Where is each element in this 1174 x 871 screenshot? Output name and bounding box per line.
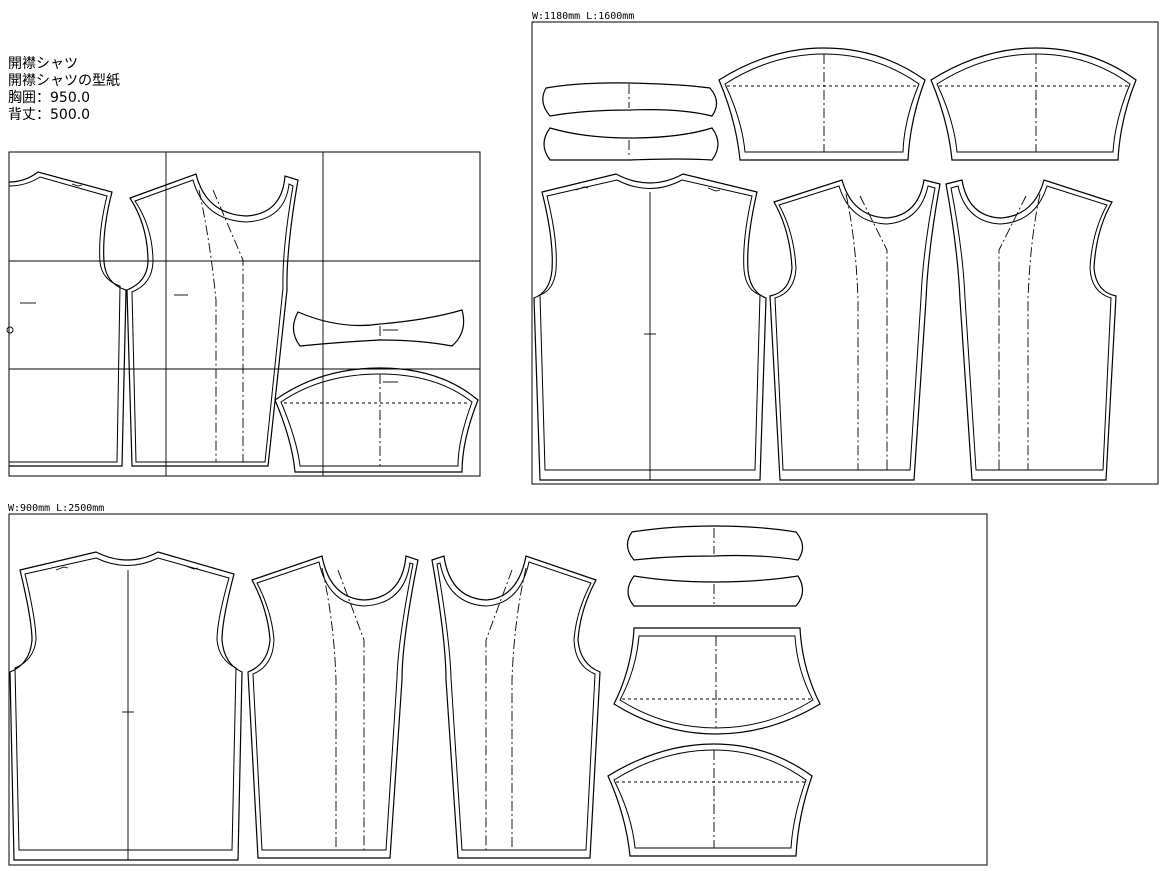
draft-sleeve (274, 367, 479, 473)
sheet-frame-bottom (8, 513, 988, 866)
sheet-size-label-top: W:1180mm L:1600mm (532, 11, 635, 22)
pattern-info: 開襟シャツ 開襟シャツの型紙 胸囲：950.0 背丈：500.0 (8, 56, 120, 124)
back-length-measurement: 背丈：500.0 (8, 107, 91, 123)
sheet1-sleeve-2 (930, 47, 1137, 161)
sheet1-sleeve-1 (718, 47, 926, 161)
draft-area (6, 151, 481, 477)
chest-measurement: 胸囲：950.0 (8, 90, 91, 106)
sheet1-front-body-2 (945, 179, 1117, 481)
sheet1-collar-1 (542, 82, 718, 117)
sheet-size-label-bottom: W:900mm L:2500mm (8, 503, 105, 514)
draft-front-body (126, 173, 299, 467)
cutting-sheet-top (531, 21, 1159, 485)
garment-name: 開襟シャツ (8, 56, 78, 72)
sheet2-collar-1 (626, 525, 804, 561)
draft-collar (292, 309, 465, 347)
draft-grid (9, 152, 480, 476)
sheet2-back-body (9, 551, 243, 861)
sheet2-sleeve-2 (607, 743, 813, 857)
draft-back-body (6, 171, 127, 467)
sheet-frame-top (531, 21, 1159, 485)
sheet2-front-body-1 (247, 555, 419, 859)
sheet2-sleeve-1 (613, 627, 821, 735)
sheet2-front-body-2 (431, 555, 601, 859)
sheet2-collar-2 (627, 575, 804, 607)
sheet1-front-body-1 (769, 179, 941, 481)
pattern-title: 開襟シャツの型紙 (8, 73, 120, 89)
cutting-sheet-bottom (8, 513, 988, 866)
draft-frame (8, 151, 481, 477)
sheet1-back-body (533, 173, 767, 481)
sheet1-collar-2 (543, 127, 719, 161)
